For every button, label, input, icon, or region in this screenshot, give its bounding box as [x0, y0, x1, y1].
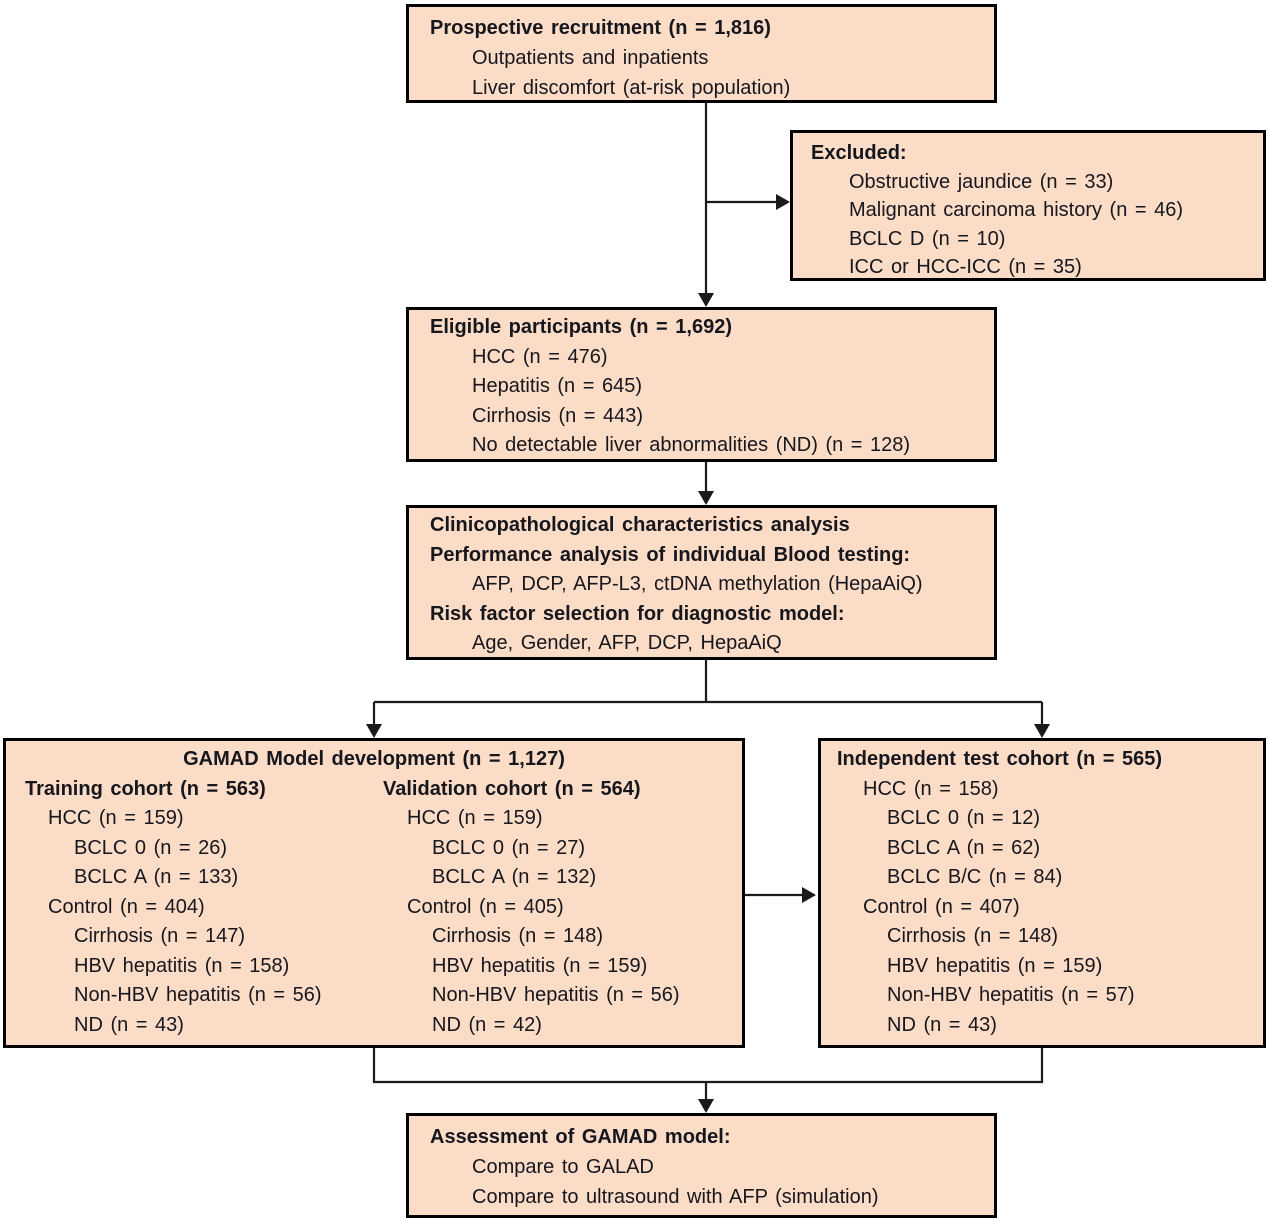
excluded-item: BCLC D (n = 10) [849, 227, 1006, 250]
development-title: GAMAD Model development (n = 1,127) [183, 748, 565, 770]
connector-analysis-split [372, 660, 1044, 726]
box-assessment: Assessment of GAMAD model: Compare to GA… [406, 1113, 997, 1218]
validation-item: BCLC A (n = 132) [432, 866, 597, 888]
eligible-item: No detectable liver abnormalities (ND) (… [472, 434, 911, 456]
eligible-item: Cirrhosis (n = 443) [472, 404, 644, 427]
training-item: BCLC A (n = 133) [74, 866, 239, 888]
training-item: HBV hepatitis (n = 158) [74, 954, 290, 977]
test-item: BCLC A (n = 62) [887, 836, 1041, 859]
test-item: Cirrhosis (n = 148) [887, 925, 1059, 947]
training-item: Non-HBV hepatitis (n = 56) [74, 984, 322, 1006]
box-excluded: Excluded: Obstructive jaundice (n = 33) … [790, 130, 1266, 281]
training-title: Training cohort (n = 563) [25, 777, 266, 800]
analysis-line: Clinicopathological characteristics anal… [430, 514, 850, 536]
assessment-item: Compare to ultrasound with AFP (simulati… [472, 1186, 879, 1208]
validation-cohort-column: Validation cohort (n = 564) HCC (n = 159… [362, 775, 742, 1041]
validation-item: Cirrhosis (n = 148) [432, 925, 604, 947]
test-item: BCLC 0 (n = 12) [887, 807, 1041, 829]
box-independent-test-cohort: Independent test cohort (n = 565) HCC (n… [818, 738, 1266, 1048]
excluded-item: Obstructive jaundice (n = 33) [849, 170, 1114, 193]
test-item: BCLC B/C (n = 84) [887, 866, 1063, 888]
excluded-item: Malignant carcinoma history (n = 46) [849, 199, 1184, 221]
validation-title: Validation cohort (n = 564) [383, 777, 641, 800]
validation-item: HCC (n = 159) [407, 807, 543, 829]
recruitment-title: Prospective recruitment (n = 1,816) [430, 17, 771, 39]
arrowhead-down-analysis [698, 491, 714, 505]
validation-item: ND (n = 42) [432, 1013, 542, 1036]
validation-item: Control (n = 405) [407, 895, 564, 918]
recruitment-item: Liver discomfort (at-risk population) [472, 77, 791, 99]
test-item: Control (n = 407) [863, 895, 1020, 918]
test-title: Independent test cohort (n = 565) [837, 748, 1163, 770]
arrowhead-down-eligible [698, 293, 714, 307]
training-item: Control (n = 404) [48, 895, 205, 918]
test-item: HCC (n = 158) [863, 777, 999, 800]
excluded-title: Excluded: [811, 142, 907, 164]
analysis-line: Performance analysis of individual Blood… [430, 543, 911, 566]
test-item: Non-HBV hepatitis (n = 57) [887, 984, 1135, 1006]
validation-item: Non-HBV hepatitis (n = 56) [432, 984, 680, 1006]
validation-item: HBV hepatitis (n = 159) [432, 954, 648, 977]
test-item: ND (n = 43) [887, 1013, 997, 1036]
analysis-line: AFP, DCP, AFP-L3, ctDNA methylation (Hep… [472, 573, 923, 595]
assessment-item: Compare to GALAD [472, 1156, 654, 1178]
training-item: HCC (n = 159) [48, 807, 184, 829]
box-prospective-recruitment: Prospective recruitment (n = 1,816) Outp… [406, 4, 997, 103]
analysis-line: Risk factor selection for diagnostic mod… [430, 602, 845, 625]
eligible-item: HCC (n = 476) [472, 345, 608, 368]
eligible-title: Eligible participants (n = 1,692) [430, 316, 732, 338]
connector-merge-to-assessment [372, 1048, 1044, 1101]
box-gamad-development: GAMAD Model development (n = 1,127) Trai… [3, 738, 745, 1048]
development-columns: Training cohort (n = 563) HCC (n = 159) … [6, 775, 742, 1041]
assessment-title: Assessment of GAMAD model: [430, 1126, 731, 1148]
test-item: HBV hepatitis (n = 159) [887, 954, 1103, 977]
excluded-item: ICC or HCC-ICC (n = 35) [849, 256, 1082, 278]
arrowhead-down-assessment [698, 1099, 714, 1113]
training-item: ND (n = 43) [74, 1013, 184, 1036]
arrowhead-right-excluded [776, 194, 790, 210]
training-item: Cirrhosis (n = 147) [74, 925, 246, 947]
box-eligible-participants: Eligible participants (n = 1,692) HCC (n… [406, 307, 997, 462]
box-analysis: Clinicopathological characteristics anal… [406, 505, 997, 660]
training-cohort-column: Training cohort (n = 563) HCC (n = 159) … [6, 775, 362, 1041]
analysis-line: Age, Gender, AFP, DCP, HepaAiQ [472, 632, 782, 654]
validation-item: BCLC 0 (n = 27) [432, 836, 586, 859]
recruitment-item: Outpatients and inpatients [472, 47, 709, 69]
arrowhead-right-test [802, 887, 816, 903]
arrowhead-down-development [366, 724, 382, 738]
training-item: BCLC 0 (n = 26) [74, 836, 228, 859]
arrowhead-down-test [1034, 724, 1050, 738]
eligible-item: Hepatitis (n = 645) [472, 375, 642, 397]
